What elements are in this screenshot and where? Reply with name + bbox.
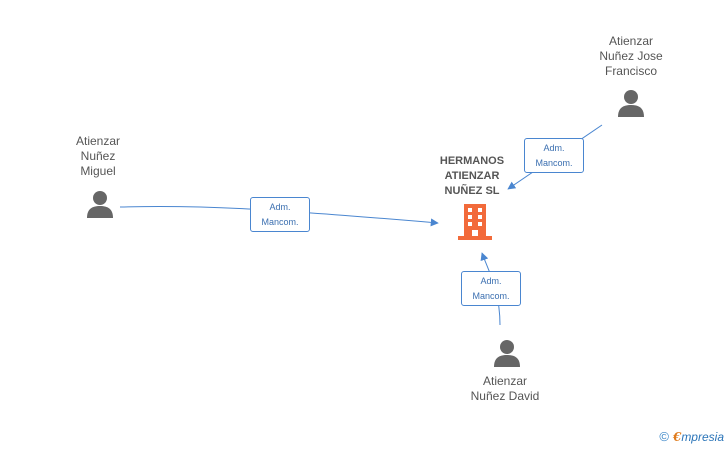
building-icon[interactable] xyxy=(458,204,492,240)
company-name: HERMANOS ATIENZAR NUÑEZ SL xyxy=(422,154,522,199)
person-name-david: Atienzar Nuñez David xyxy=(460,374,550,404)
brand-logo-text: mpresia xyxy=(681,430,724,444)
name-line: ATIENZAR xyxy=(444,170,500,182)
person-icon[interactable] xyxy=(616,89,646,119)
name-line: Francisco xyxy=(604,64,657,78)
edge-miguel-company xyxy=(119,205,439,227)
name-line: Atienzar xyxy=(75,134,121,148)
person-name-miguel: Atienzar Nuñez Miguel xyxy=(68,134,128,179)
edge-label-miguel[interactable]: Adm. Mancom. xyxy=(250,197,310,232)
edge-label-jose[interactable]: Adm. Mancom. xyxy=(524,138,584,173)
edge-label-line1: Adm. xyxy=(269,202,291,212)
edge-label-david[interactable]: Adm. Mancom. xyxy=(461,271,521,306)
edge-label-line1: Adm. xyxy=(480,276,502,286)
brand-logo: ©€mpresia xyxy=(659,429,724,444)
name-line: NUÑEZ SL xyxy=(444,185,500,197)
name-line: Nuñez Jose xyxy=(599,49,663,63)
name-line: Nuñez David xyxy=(470,389,540,403)
person-name-jose: Atienzar Nuñez Jose Francisco xyxy=(586,34,676,79)
edge-label-line2: Mancom. xyxy=(261,217,299,227)
person-icon[interactable] xyxy=(85,190,115,220)
edge-label-line1: Adm. xyxy=(543,143,565,153)
edge-label-line2: Mancom. xyxy=(472,291,510,301)
edge-label-line2: Mancom. xyxy=(535,158,573,168)
person-icon[interactable] xyxy=(492,339,522,369)
name-line: Atienzar xyxy=(482,374,528,388)
name-line: Miguel xyxy=(80,164,116,178)
copyright-icon: © xyxy=(659,429,669,444)
brand-logo-e: € xyxy=(672,430,682,444)
name-line: HERMANOS xyxy=(439,155,505,167)
name-line: Nuñez xyxy=(80,149,116,163)
name-line: Atienzar xyxy=(608,34,654,48)
